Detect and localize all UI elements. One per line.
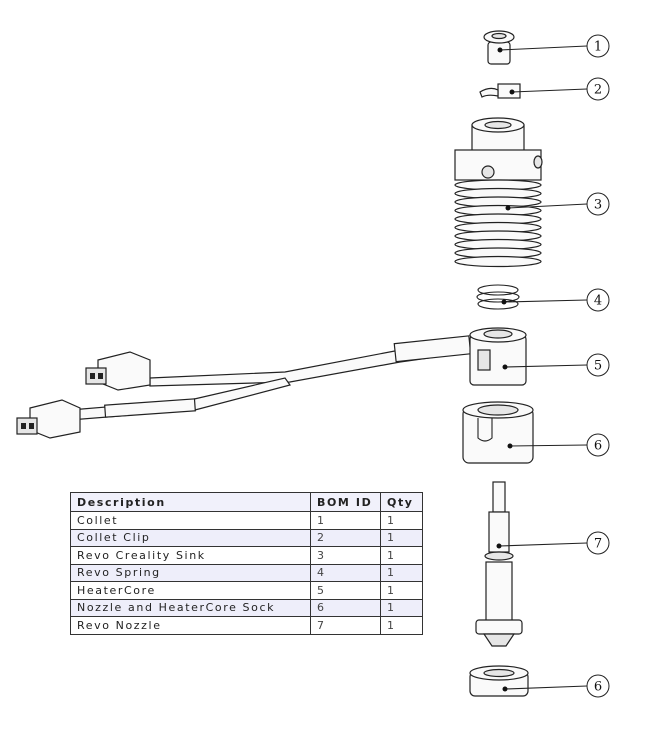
cell-qty: 1	[380, 511, 423, 530]
sock-part	[462, 401, 534, 464]
balloon-circle	[586, 34, 610, 58]
leader-line	[504, 364, 588, 368]
nozzle-part	[475, 481, 523, 647]
balloon-6: 6	[507, 433, 610, 457]
header-qty: Qty	[380, 492, 423, 512]
leader-line	[507, 203, 588, 209]
balloon-circle	[586, 288, 610, 312]
spring-part	[476, 284, 520, 310]
leader-dot	[502, 364, 508, 370]
leader-dot	[505, 205, 511, 211]
balloon-1: 1	[497, 34, 610, 58]
balloon-number: 3	[594, 198, 602, 213]
cell-bom-id: 6	[310, 598, 381, 617]
cell-bom-id: 3	[310, 546, 381, 565]
cell-description: Collet	[70, 511, 311, 530]
balloon-circle	[586, 192, 610, 216]
balloon-circle	[586, 531, 610, 555]
cell-description: Nozzle and HeaterCore Sock	[70, 598, 311, 617]
cell-description: Revo Creality Sink	[70, 546, 311, 565]
balloon-number: 1	[594, 40, 602, 55]
leader-dot	[496, 543, 502, 549]
cell-bom-id: 1	[310, 511, 381, 530]
cell-description: Revo Nozzle	[70, 616, 311, 635]
cell-qty: 1	[380, 546, 423, 565]
cell-bom-id: 4	[310, 563, 381, 582]
connector-upper	[85, 351, 151, 391]
leader-dot	[509, 89, 515, 95]
leader-line	[499, 45, 588, 51]
header-description: Description	[70, 492, 311, 512]
cell-qty: 1	[380, 528, 423, 547]
leader-dot	[501, 299, 507, 305]
balloon-number: 6	[594, 680, 602, 695]
cell-qty: 1	[380, 598, 423, 617]
leader-line	[504, 685, 588, 690]
balloon-circle	[586, 433, 610, 457]
cell-bom-id: 5	[310, 581, 381, 600]
cell-bom-id: 7	[310, 616, 381, 635]
cell-description: Revo Spring	[70, 563, 311, 582]
leader-dot	[502, 686, 508, 692]
cell-description: HeaterCore	[70, 581, 311, 600]
collet-clip-part	[479, 83, 521, 99]
bom-header-row: Description BOM ID Qty	[70, 492, 423, 512]
heatsink-fin	[454, 255, 542, 268]
leader-line	[511, 88, 588, 93]
leader-line	[498, 542, 588, 547]
balloon-number: 2	[594, 83, 602, 98]
balloon-circle	[586, 77, 610, 101]
balloon-6: 6	[502, 674, 610, 698]
balloon-4: 4	[501, 288, 610, 312]
balloon-circle	[586, 353, 610, 377]
heatercore-cable	[16, 335, 473, 439]
cell-description: Collet Clip	[70, 528, 311, 547]
balloon-3: 3	[505, 192, 610, 216]
balloon-number: 4	[594, 294, 602, 309]
connector-lower	[16, 399, 81, 439]
cell-qty: 1	[380, 563, 423, 582]
balloon-circle	[586, 674, 610, 698]
cell-qty: 1	[380, 616, 423, 635]
balloon-2: 2	[509, 77, 610, 101]
balloon-number: 7	[594, 537, 602, 552]
callout-balloons: 1 2 3 4 5 6 7 6	[496, 34, 610, 698]
header-bom-id: BOM ID	[310, 492, 381, 512]
cell-bom-id: 2	[310, 528, 381, 547]
leader-line	[503, 299, 588, 303]
nozzle-sock-part	[469, 665, 529, 697]
heatercore-part	[469, 327, 527, 386]
collet-part	[483, 30, 515, 65]
leader-line	[509, 444, 588, 447]
balloon-7: 7	[496, 531, 610, 555]
cell-qty: 1	[380, 581, 423, 600]
heatsink-part	[454, 117, 543, 268]
balloon-5: 5	[502, 353, 610, 377]
leader-dot	[507, 443, 513, 449]
leader-dot	[497, 47, 503, 53]
balloon-number: 5	[594, 359, 602, 374]
balloon-number: 6	[594, 439, 602, 454]
